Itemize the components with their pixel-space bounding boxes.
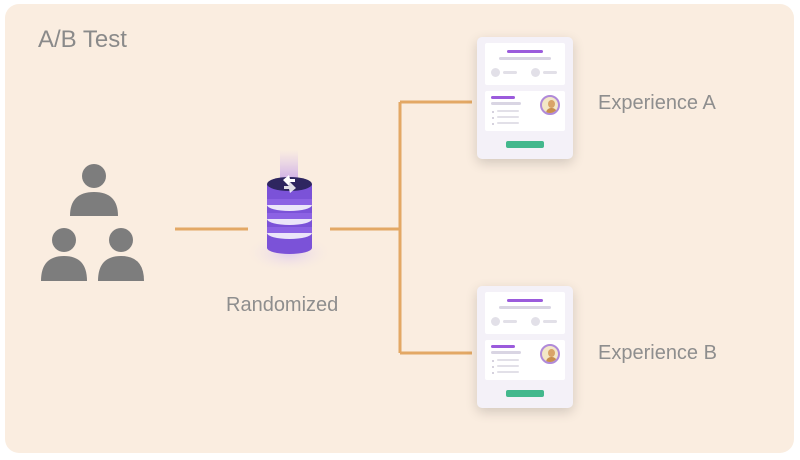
card-profile-section bbox=[485, 340, 565, 380]
experience-b-label: Experience B bbox=[598, 342, 717, 364]
avatar-icon bbox=[540, 344, 560, 364]
users-group-icon bbox=[41, 164, 144, 281]
avatar-icon bbox=[540, 95, 560, 115]
card-cta-button bbox=[506, 141, 544, 148]
randomizer-label: Randomized bbox=[226, 294, 339, 316]
card-cta-button bbox=[506, 390, 544, 397]
card-header-section bbox=[485, 43, 565, 85]
card-profile-section bbox=[485, 91, 565, 131]
database-shuffle-icon bbox=[245, 150, 333, 273]
card-header-section bbox=[485, 292, 565, 334]
experience-a-card bbox=[477, 37, 573, 159]
diagram-title: A/B Test bbox=[38, 26, 127, 53]
experience-b-card bbox=[477, 286, 573, 408]
experience-a-label: Experience A bbox=[598, 92, 716, 114]
